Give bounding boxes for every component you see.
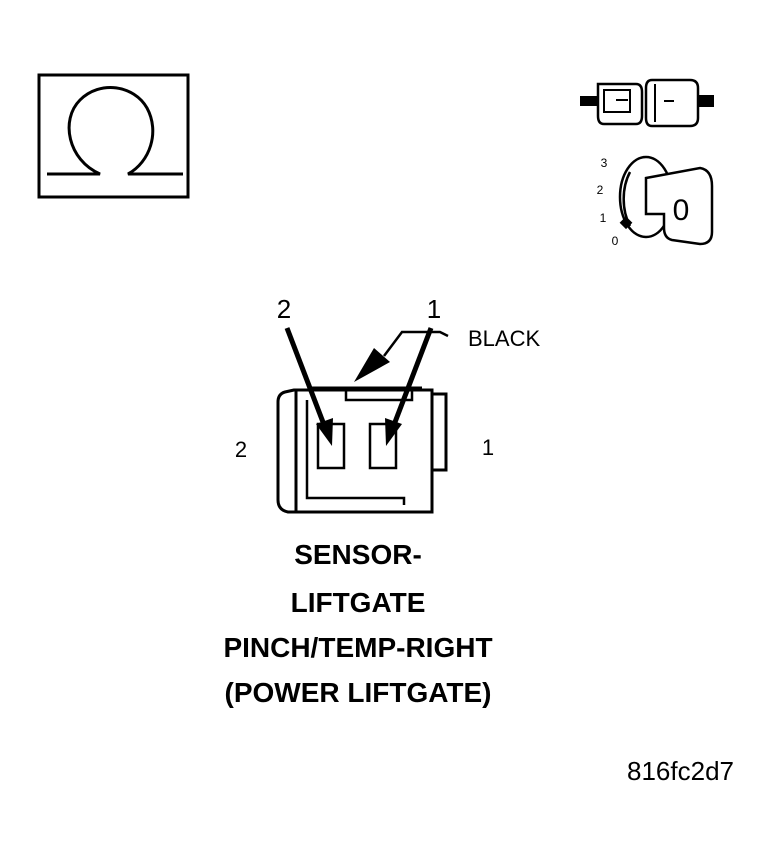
connector-face: [276, 386, 448, 514]
connector-disconnect-icon: [580, 78, 714, 128]
ignition-position-1: 1: [600, 211, 607, 225]
title-line-1: SENSOR-: [294, 539, 422, 570]
ignition-position-2: 2: [597, 183, 604, 197]
title-line-2: LIFTGATE: [290, 587, 426, 618]
ignition-position-3: 3: [601, 156, 608, 170]
pin-number-top-2: 2: [277, 294, 291, 324]
pin-number-side-left: 2: [235, 437, 247, 462]
pin-number-side-right: 1: [482, 435, 494, 460]
title-line-4: (POWER LIFTGATE): [224, 677, 492, 708]
connector-color-label: BLACK: [468, 326, 540, 351]
ohm-symbol-icon: [37, 73, 190, 199]
figure-code: 816fc2d7: [627, 756, 734, 786]
pin-number-top-1: 1: [427, 294, 441, 324]
ignition-key-label: 0: [673, 194, 690, 227]
ignition-key-off-icon: 3 2 1 0 0: [597, 155, 714, 248]
title-line-3: PINCH/TEMP-RIGHT: [223, 632, 493, 663]
ignition-position-0: 0: [612, 234, 619, 248]
pin-callout-arrows: [284, 327, 449, 446]
